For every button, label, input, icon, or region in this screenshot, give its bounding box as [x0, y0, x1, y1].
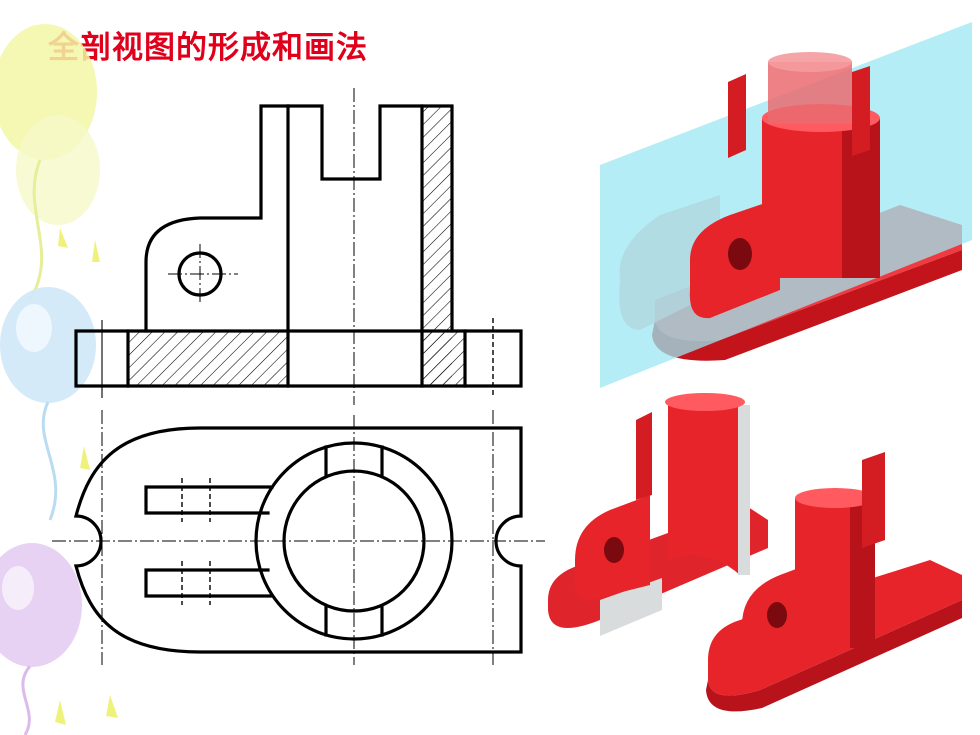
section-hatch-base	[128, 331, 288, 386]
balloon-string	[41, 401, 58, 521]
iso-ghost-cylinder-top	[768, 52, 852, 72]
half-back-base-front	[706, 600, 962, 712]
balloon-highlight	[16, 304, 52, 352]
separated-halves	[548, 393, 962, 712]
iso-ear-hole	[728, 238, 752, 270]
lower-slot	[144, 568, 274, 598]
half-front-cylinder-top	[665, 393, 745, 411]
iso-right-prong	[852, 66, 870, 156]
half-back-ear-hole	[767, 602, 787, 628]
half-back-cylinder-top	[795, 488, 875, 508]
star-decoration-icon	[106, 695, 118, 718]
top-view-outline	[73, 426, 523, 654]
half-front-ear-hole	[604, 537, 624, 563]
upper-slot	[144, 485, 274, 515]
half-back-prong	[862, 452, 885, 548]
balloon-highlight	[2, 566, 34, 610]
half-front-cutface-base	[600, 578, 662, 636]
background-decoration	[0, 24, 118, 735]
star-decoration-icon	[58, 228, 68, 248]
iso-left-prong	[728, 74, 746, 158]
upright-body-outline	[144, 104, 454, 333]
section-hatch-wall-base	[422, 331, 465, 386]
balloon-decoration-icon	[16, 115, 100, 225]
iso-ghost-cylinder	[768, 62, 852, 124]
star-decoration-icon	[92, 240, 100, 262]
top-view	[52, 410, 545, 665]
base-plate-outline	[74, 329, 523, 388]
balloon-string	[28, 159, 44, 301]
star-decoration-icon	[55, 700, 66, 725]
star-decoration-icon	[80, 446, 90, 470]
front-view-section	[74, 88, 523, 405]
half-front-prong	[636, 412, 652, 500]
part-with-cutting-plane	[600, 22, 972, 388]
slide-title: 全剖视图的形成和画法	[48, 30, 368, 66]
half-front-cutface-wall	[738, 405, 750, 575]
half-front-cylinder	[668, 402, 740, 575]
balloon-string	[21, 665, 32, 735]
